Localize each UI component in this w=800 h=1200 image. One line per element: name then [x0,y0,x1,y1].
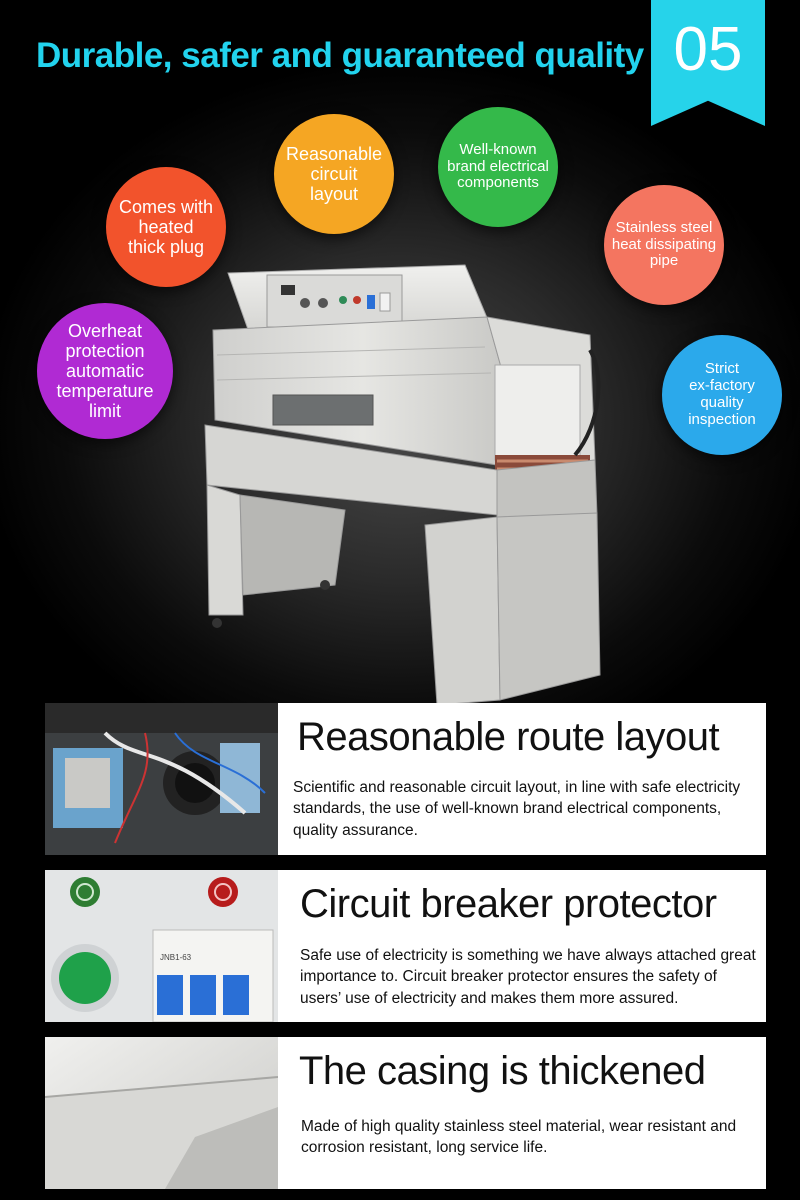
detail-text: Safe use of electricity is something we … [300,947,756,1007]
casing-photo [45,1037,278,1189]
feature-label: Overheat protection automatic temperatur… [56,320,154,422]
detail-title: Reasonable route layout [297,715,720,759]
feature-bubble-plug: Comes with heated thick plug [106,167,226,287]
feature-label: Comes with heated thick plug [118,196,214,258]
feature-bubble-components: Well-known brand electrical components [438,107,558,227]
section-number: 05 [673,15,743,84]
feature-label: Well-known brand electrical components [447,140,549,192]
feature-label: Stainless steel heat dissipating pipe [611,218,717,270]
page-headline: Durable, safer and guaranteed quality [36,36,644,75]
shrink-machine-image [204,264,601,705]
detail-row-circuit-breaker: JNB1-63 Circuit breaker protector Safe u… [45,870,766,1022]
detail-text: Made of high quality stainless steel mat… [301,1118,737,1157]
detail-title: The casing is thickened [299,1049,706,1093]
feature-bubble-overheat: Overheat protection automatic temperatur… [37,303,173,439]
feature-bubble-circuit: Reasonable circuit layout [274,114,394,234]
breaker-model-text: JNB1-63 [160,953,192,962]
wiring-photo [45,703,278,855]
feature-label: Strict ex-factory quality inspection [688,360,756,428]
detail-title: Circuit breaker protector [300,882,717,926]
detail-text: Scientific and reasonable circuit layout… [293,779,741,839]
detail-row-route-layout: Reasonable route layout Scientific and r… [45,703,766,855]
breaker-photo: JNB1-63 [45,870,278,1022]
feature-bubble-pipe: Stainless steel heat dissipating pipe [604,185,724,305]
feature-label: Reasonable circuit layout [285,143,383,205]
section-number-badge: 05 [651,0,765,126]
detail-row-casing: The casing is thickened Made of high qua… [45,1037,766,1189]
feature-bubble-inspection: Strict ex-factory quality inspection [662,335,782,455]
